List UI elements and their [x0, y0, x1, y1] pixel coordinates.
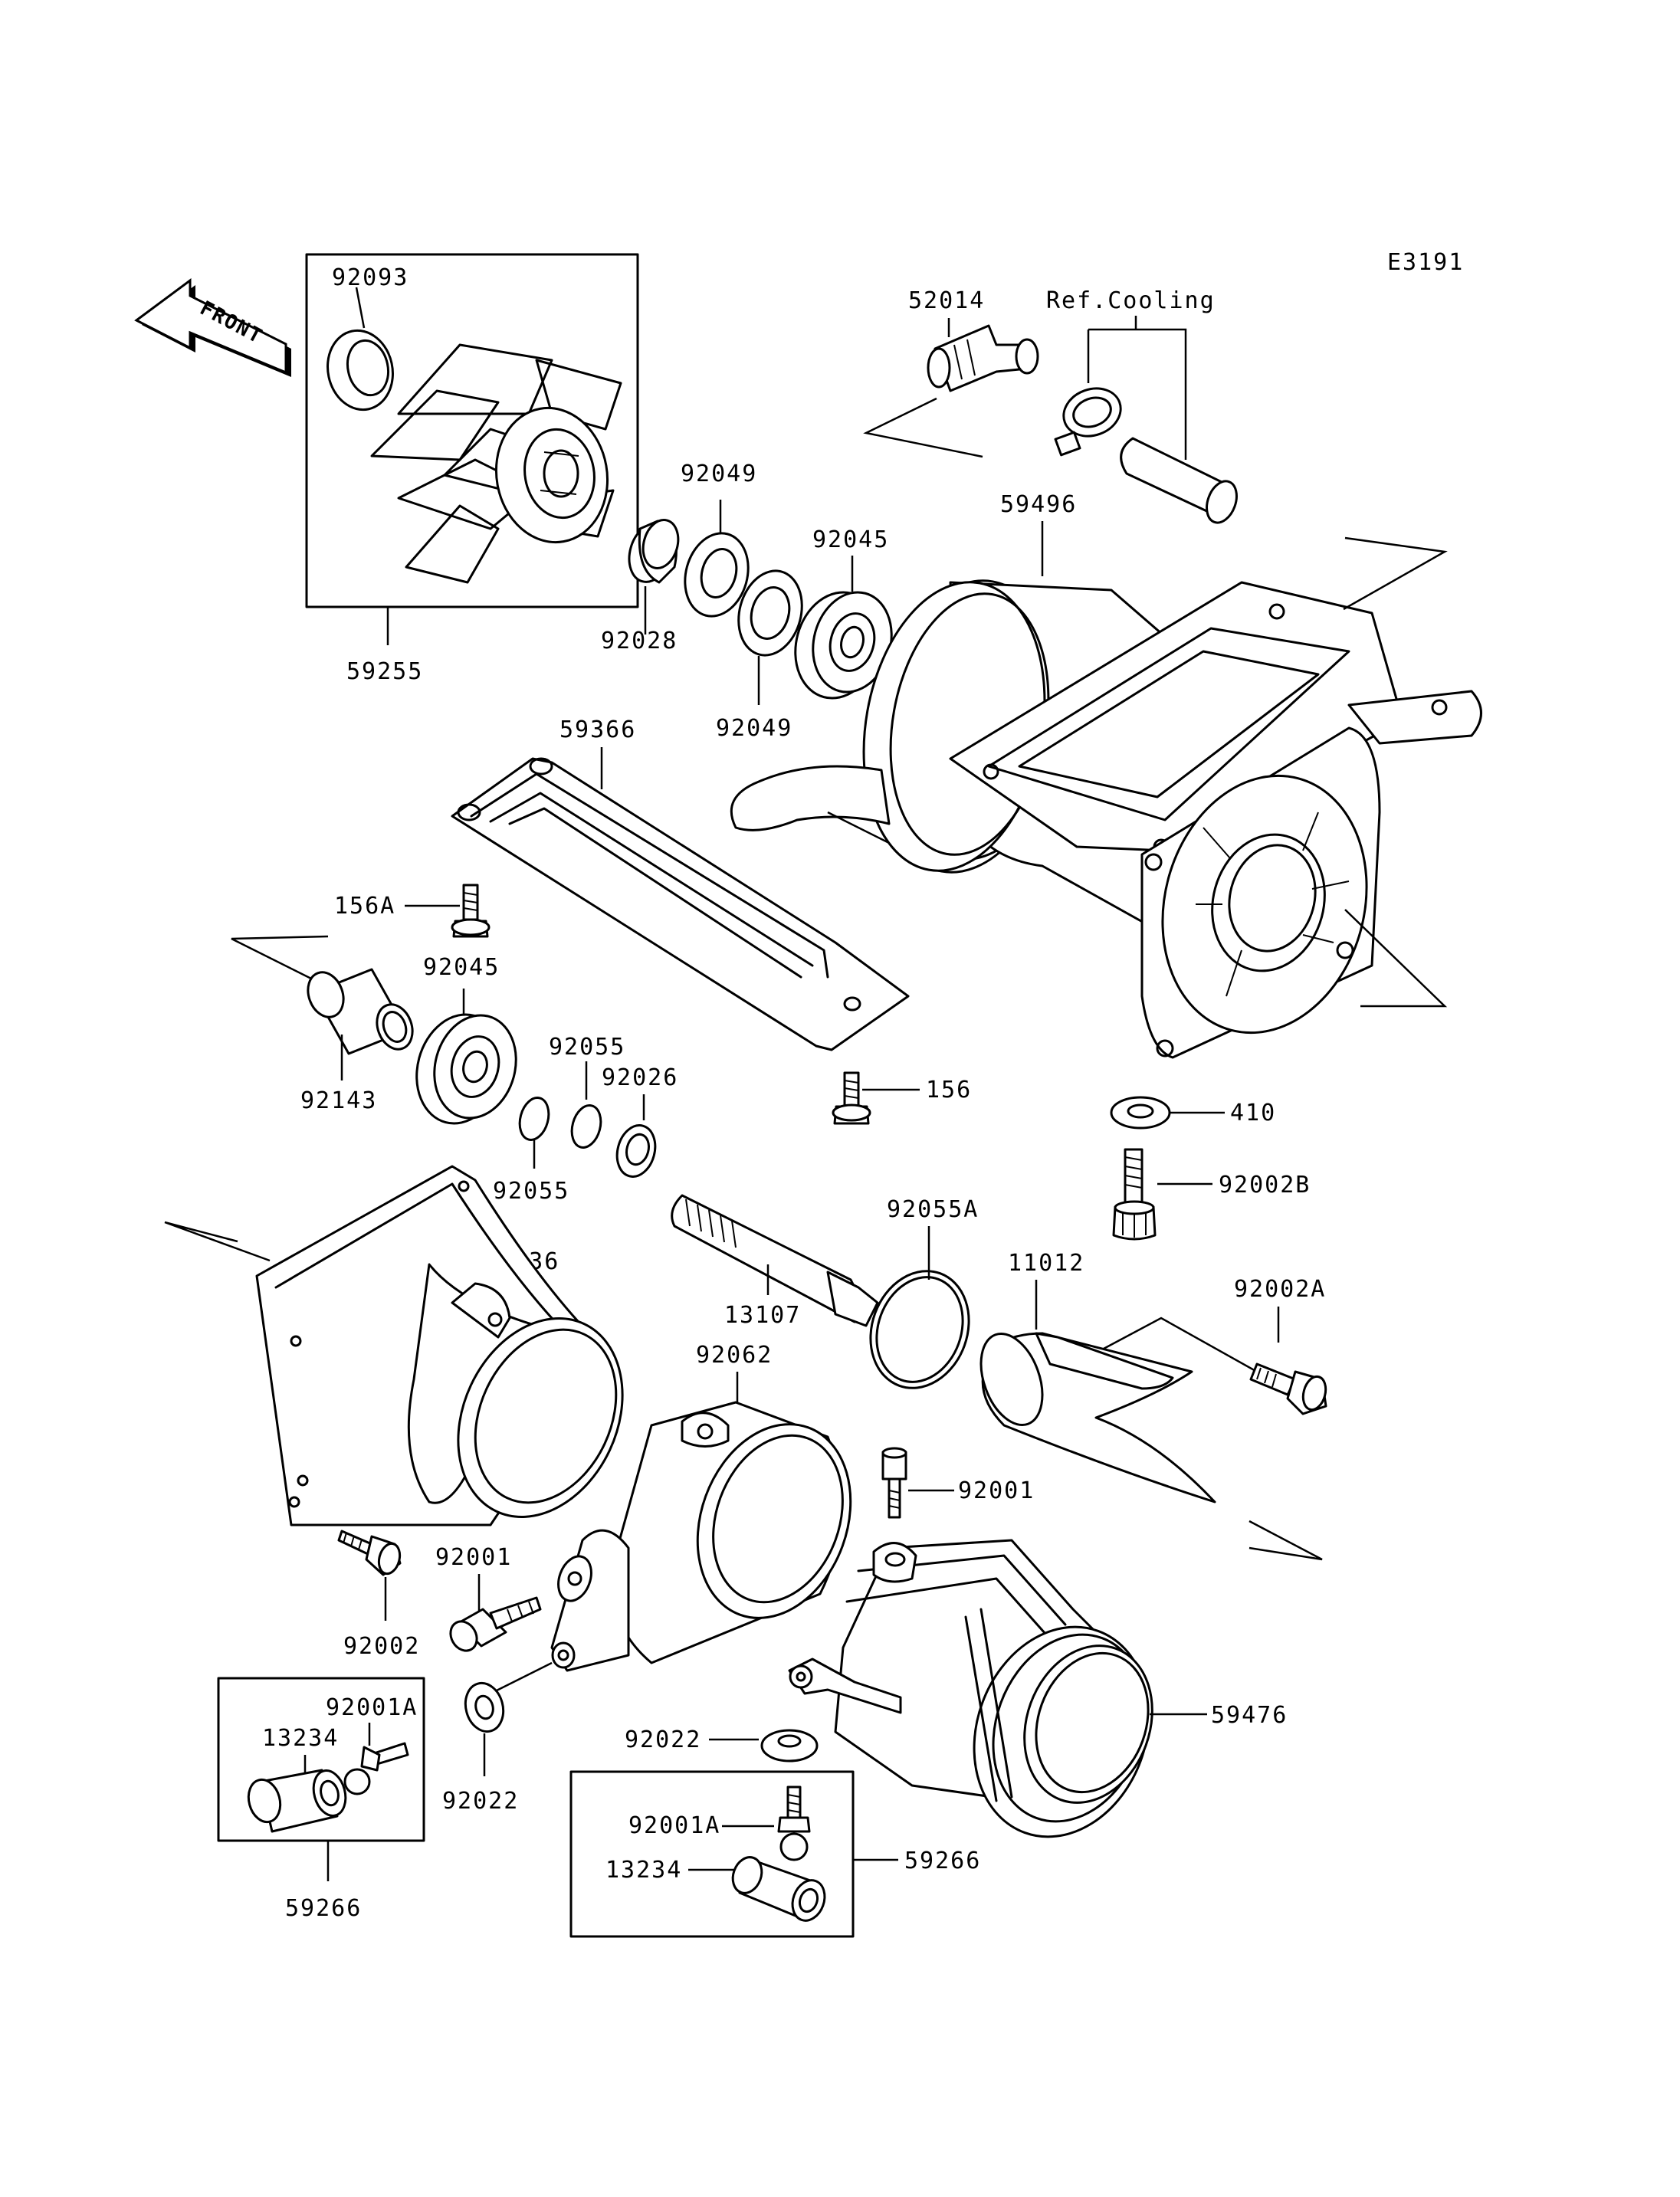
bolt-92002A: 92002A [1234, 1276, 1327, 1415]
label-11012: 11012 [1008, 1250, 1084, 1277]
label-92022a: 92022 [442, 1788, 519, 1815]
o-rings-92055: 92055 92055 [493, 1034, 625, 1205]
label-59266-right: 59266 [904, 1848, 981, 1874]
bolt-92001a: 92001 [881, 1447, 1035, 1519]
label-92001A-left: 92001A [326, 1694, 418, 1721]
o-ring-92055A: 92055A [869, 1196, 979, 1389]
washer-92022b: 92022 [625, 1726, 819, 1763]
bolt-92002: 92002 [337, 1530, 420, 1660]
elbow-fitting-52014: 52014 [863, 287, 1039, 458]
label-59476: 59476 [1211, 1702, 1288, 1729]
label-92093: 92093 [332, 264, 409, 291]
label-92049b: 92049 [716, 715, 792, 742]
bearing-92045b: 92045 [415, 954, 517, 1125]
label-13234-right: 13234 [605, 1857, 682, 1884]
duct-plate-59366: 59366 [451, 716, 910, 1051]
label-156a: 156A [334, 893, 395, 920]
bolt-156: 156 [832, 1071, 972, 1125]
bolt-92002B: 92002B [1112, 1148, 1311, 1241]
cone-11012: 11012 [979, 1250, 1323, 1561]
spacer-92026: 92026 [602, 1064, 678, 1178]
impeller-group: 92093 59255 [305, 253, 639, 685]
label-92001A-right: 92001A [628, 1812, 720, 1839]
label-92055a: 92055 [549, 1034, 625, 1061]
label-52014: 52014 [908, 287, 985, 314]
label-92001b: 92001 [435, 1544, 512, 1571]
housing-92062: 92062 [550, 1342, 852, 1672]
bolt-92001b: 92001 [435, 1544, 542, 1652]
inlet-housing-59136: 59136 [164, 1165, 624, 1526]
kit-59266-right: 92001A 13234 59266 [569, 1770, 981, 1938]
label-410: 410 [1230, 1100, 1276, 1126]
label-92002a: 92002A [1234, 1276, 1326, 1303]
label-13107: 13107 [724, 1302, 801, 1329]
washer-410: 410 [1110, 1096, 1276, 1130]
pump-housing-59496: 59496 [730, 491, 1482, 1059]
label-92055A: 92055A [887, 1196, 979, 1223]
label-13234-left: 13234 [262, 1725, 339, 1752]
label-92045a: 92045 [812, 526, 889, 553]
label-92045b: 92045 [423, 954, 500, 981]
cooling-hose: Ref.Cooling [1046, 287, 1238, 524]
label-92143: 92143 [300, 1087, 377, 1114]
label-156: 156 [926, 1077, 972, 1103]
bolt-156A: 156A [334, 884, 491, 938]
label-92062: 92062 [696, 1342, 773, 1369]
label-92022b: 92022 [625, 1726, 701, 1753]
label-59496: 59496 [1000, 491, 1077, 518]
label-59366: 59366 [559, 716, 636, 743]
shaft-13107: 13107 [671, 1194, 879, 1329]
nozzle-59476: 59476 [788, 1539, 1288, 1838]
diagram-id: E3191 [1387, 249, 1464, 276]
label-92028: 92028 [601, 628, 678, 654]
front-arrow-icon: FRONT [134, 278, 291, 377]
label-92002b: 92002B [1219, 1172, 1311, 1199]
label-59266-left: 59266 [285, 1895, 362, 1922]
label-92001a: 92001 [958, 1477, 1035, 1504]
kit-59266-left: 92001A 13234 59266 [217, 1677, 425, 1922]
label-59255: 59255 [346, 658, 423, 685]
label-92002: 92002 [343, 1633, 420, 1660]
washer-92022a: 92022 [442, 1661, 553, 1815]
label-92049a: 92049 [681, 461, 757, 487]
sleeve-92143: 92143 [231, 935, 414, 1114]
label-92055b: 92055 [493, 1178, 569, 1205]
label-92026: 92026 [602, 1064, 678, 1091]
ref-cooling-label: Ref.Cooling [1046, 287, 1216, 314]
impeller-box [305, 253, 639, 608]
bearing-stack-top: 92028 92049 92049 92045 [601, 461, 893, 742]
